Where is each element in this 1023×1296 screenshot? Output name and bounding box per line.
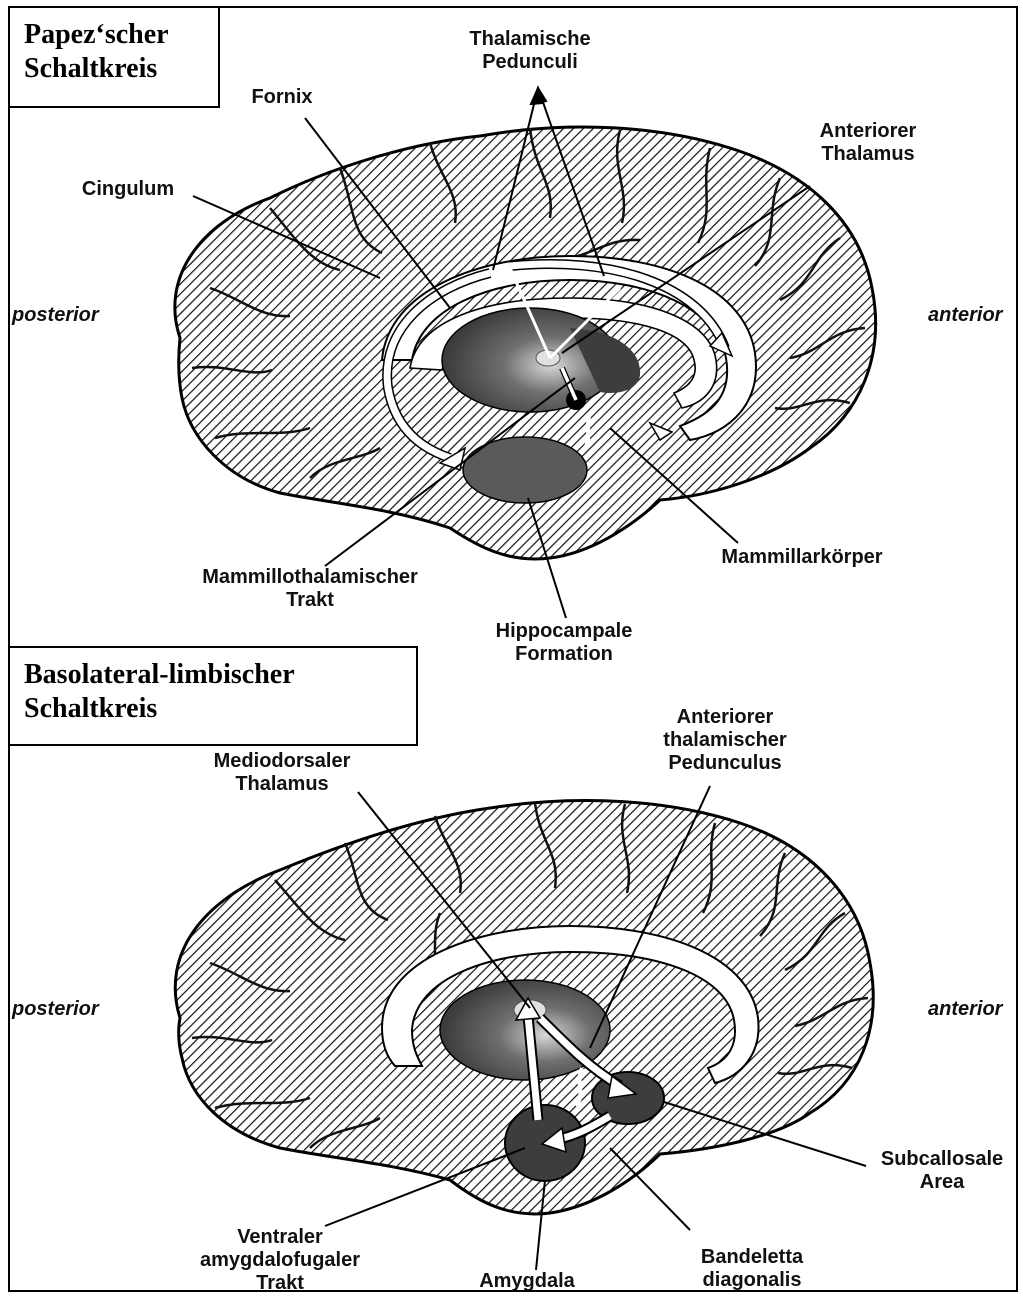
basolateral-title-line: Schaltkreis (24, 692, 402, 726)
basolateral-brain (175, 801, 873, 1214)
label-line: Pedunculus (663, 752, 786, 775)
papez-brain (175, 127, 876, 559)
label-line: Fornix (251, 86, 312, 109)
papez-title-box: Papez‘scher Schaltkreis (8, 6, 220, 108)
label-line: Bandeletta (701, 1246, 803, 1269)
label-anterior-thalamic-peduncle: Anteriorer thalamischer Pedunculus (663, 706, 786, 775)
papez-anterior-label: anterior (928, 304, 1002, 327)
basolateral-title-box: Basolateral-limbischer Schaltkreis (8, 646, 418, 746)
basolateral-anterior-label: anterior (928, 998, 1002, 1021)
label-line: thalamischer (663, 729, 786, 752)
label-line: Pedunculi (469, 51, 590, 74)
label-line: Mediodorsaler (214, 750, 351, 773)
label-subcallosal-area: Subcallosale Area (881, 1148, 1003, 1194)
label-mammillary-body: Mammillarkörper (721, 546, 882, 569)
label-line: Anteriorer (663, 706, 786, 729)
label-line: Ventraler (200, 1226, 360, 1249)
label-line: Formation (496, 643, 633, 666)
label-anterior-thalamus: Anteriorer Thalamus (820, 120, 917, 166)
papez-title-line: Papez‘scher (24, 18, 204, 52)
label-line: Area (881, 1171, 1003, 1194)
label-mammillothalamic-tract: Mammillothalamischer Trakt (202, 566, 418, 612)
label-line: Mammillothalamischer (202, 566, 418, 589)
label-line: Trakt (200, 1272, 360, 1292)
label-line: Cingulum (82, 178, 174, 201)
papez-posterior-label: posterior (12, 304, 99, 327)
papez-hippocampus (463, 437, 587, 503)
label-line: Thalamische (469, 28, 590, 51)
label-mediodorsal-thalamus: Mediodorsaler Thalamus (214, 750, 351, 796)
figure-frame: Papez‘scher Schaltkreis Basolateral-limb… (8, 6, 1018, 1292)
label-line: Amygdala (479, 1270, 575, 1292)
label-line: Mammillarkörper (721, 546, 882, 569)
label-thalamic-peduncles: Thalamische Pedunculi (469, 28, 590, 74)
label-fornix: Fornix (251, 86, 312, 109)
label-line: amygdalofugaler (200, 1249, 360, 1272)
label-diagonal-band: Bandeletta diagonalis (701, 1246, 803, 1292)
label-line: Hippocampale (496, 620, 633, 643)
basolateral-posterior-label: posterior (12, 998, 99, 1021)
label-line: diagonalis (701, 1269, 803, 1292)
label-cingulum: Cingulum (82, 178, 174, 201)
label-line: Thalamus (820, 143, 917, 166)
label-amygdala: Amygdala (479, 1270, 575, 1292)
label-line: Subcallosale (881, 1148, 1003, 1171)
label-line: Thalamus (214, 773, 351, 796)
label-ventral-amygdalofugal-tract: Ventraler amygdalofugaler Trakt (200, 1226, 360, 1292)
papez-title-line: Schaltkreis (24, 52, 204, 86)
basolateral-title-line: Basolateral-limbischer (24, 658, 402, 692)
label-line: Trakt (202, 589, 418, 612)
label-hippocampal-formation: Hippocampale Formation (496, 620, 633, 666)
label-line: Anteriorer (820, 120, 917, 143)
